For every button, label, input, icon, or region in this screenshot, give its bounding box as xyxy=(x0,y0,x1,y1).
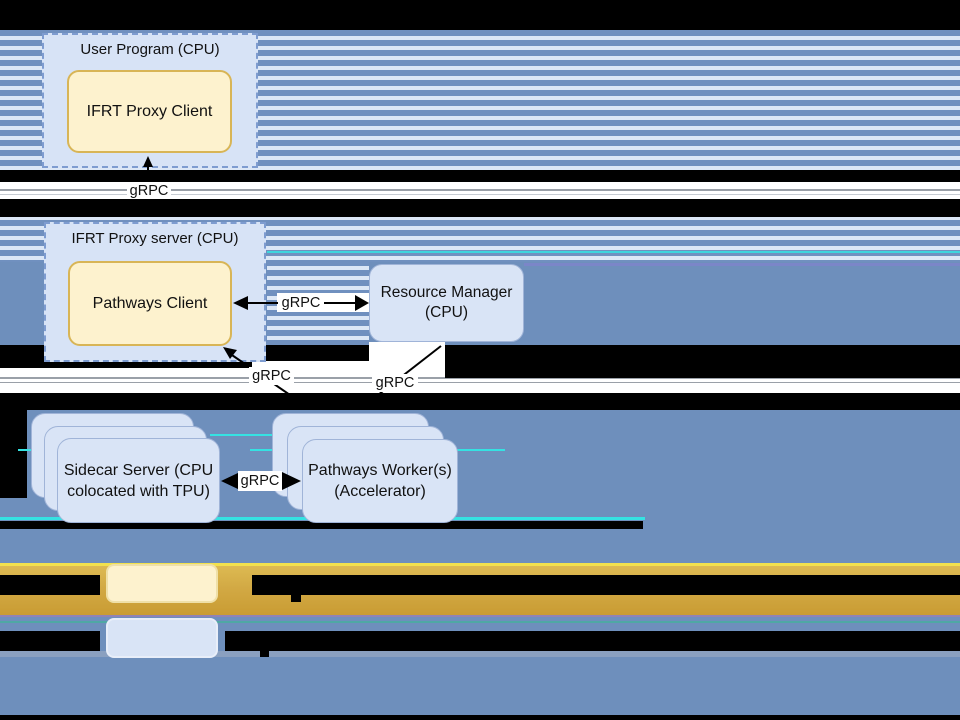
node-resource-manager: Resource Manager (CPU) xyxy=(369,264,524,342)
glitch-line xyxy=(0,193,960,195)
black-band xyxy=(0,170,960,182)
black-band xyxy=(0,393,960,410)
glitch-strip xyxy=(0,651,960,657)
glitch-line xyxy=(0,621,960,623)
glitch-line xyxy=(455,449,505,451)
glitch-line xyxy=(250,449,290,451)
edge-label-grpc: gRPC xyxy=(249,367,294,385)
black-band xyxy=(0,199,960,217)
node-pathways-client: Pathways Client xyxy=(68,261,232,346)
black-band xyxy=(445,345,960,378)
node-ifrt-proxy-client: IFRT Proxy Client xyxy=(67,70,232,153)
redacted-legend-text xyxy=(0,631,100,651)
node-label: Pathways Client xyxy=(92,294,208,312)
node-label: Pathways Worker(s) (Accelerator) xyxy=(308,462,452,500)
glitch-line xyxy=(0,615,960,617)
redacted-legend-text xyxy=(225,631,960,651)
node-label: IFRT Proxy server (CPU) xyxy=(71,230,239,247)
node-sidecar-server: Sidecar Server (CPU colocated with TPU) xyxy=(57,438,220,523)
glitch-line xyxy=(267,251,960,253)
node-label: User Program (CPU) xyxy=(80,41,220,58)
legend-swatch-card xyxy=(106,618,218,658)
redacted-legend-text xyxy=(0,575,100,595)
edge-label-grpc: gRPC xyxy=(372,374,418,392)
redacted-legend-text xyxy=(252,575,960,595)
black-band xyxy=(0,0,960,30)
node-label: Sidecar Server (CPU colocated with TPU) xyxy=(63,461,214,500)
black-sliver xyxy=(0,410,27,498)
white-band xyxy=(0,182,960,199)
black-band-bottom xyxy=(0,715,960,720)
node-label: Resource Manager (CPU) xyxy=(380,284,513,321)
edge-label-grpc: gRPC xyxy=(127,182,171,199)
redacted-legend-text xyxy=(260,651,269,657)
edge-label-grpc: gRPC xyxy=(278,294,324,312)
redacted-legend-text xyxy=(291,595,301,602)
white-patch xyxy=(252,361,369,368)
glitch-line xyxy=(0,189,960,191)
node-pathways-workers: Pathways Worker(s) (Accelerator) xyxy=(302,439,458,523)
glitch-line xyxy=(0,382,960,383)
edge-label-grpc: gRPC xyxy=(238,471,282,491)
gold-highlight-line xyxy=(0,563,960,566)
glitch-line xyxy=(210,434,278,436)
glitch-strip xyxy=(0,521,643,529)
legend-swatch-process xyxy=(106,564,218,603)
glitch-line xyxy=(524,263,960,266)
node-label: IFRT Proxy Client xyxy=(86,102,213,120)
